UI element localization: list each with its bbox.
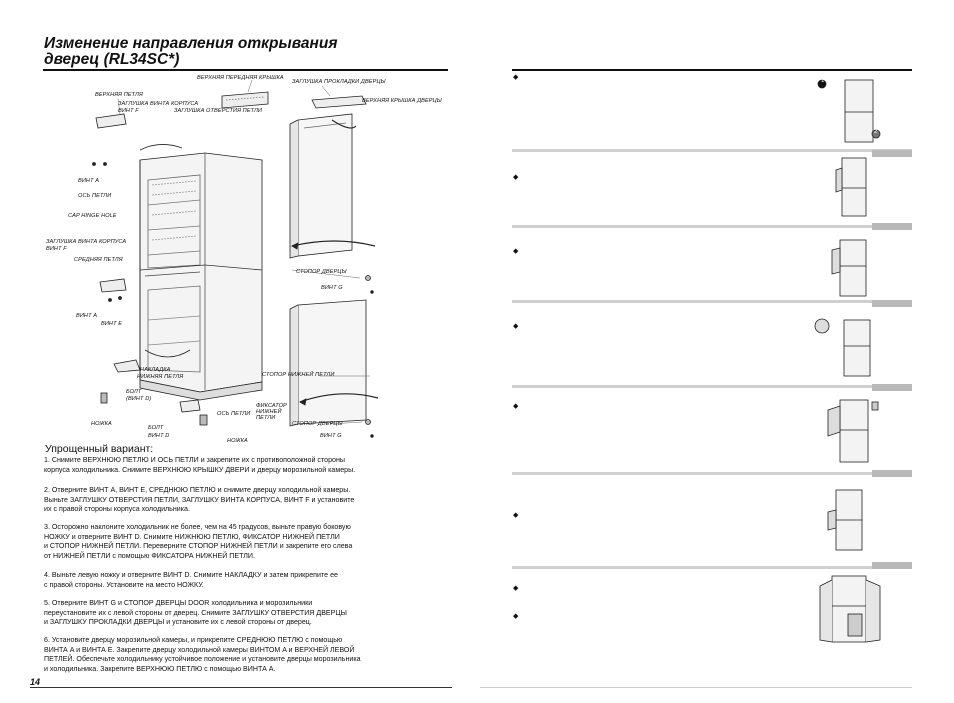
step-1: 1. Снимите ВЕРХНЮЮ ПЕТЛЮ И ОСЬ ПЕТЛИ и з… (44, 456, 464, 475)
bottom-rule-right (480, 687, 912, 688)
step-line: 3. Осторожно наклоните холодильник не бо… (44, 523, 351, 531)
step-line: НОЖКУ и отверните ВИНТ D. Снимите НИЖНЮЮ… (44, 532, 340, 541)
bullet: ◆ (513, 512, 519, 519)
label-door-stopper-2: СТОПОР ДВЕРЦЫ (292, 421, 343, 427)
step-2: 2. Отверните ВИНТ A, ВИНТ E, СРЕДНЮЮ ПЕТ… (44, 486, 464, 515)
step-line: от НИЖНЕЙ ПЕТЛИ с помощью ФИКСАТОРА НИЖН… (44, 551, 255, 560)
page-title: Изменение направления открывания дверец … (44, 36, 337, 68)
bullet: ◆ (513, 585, 519, 592)
step-line: 2. Отверните ВИНТ A, ВИНТ E, СРЕДНЮЮ ПЕТ… (44, 486, 351, 494)
label-foot: НОЖКА (91, 421, 112, 427)
label-screw-a-2: ВИНТ A (76, 313, 98, 319)
thumbnail-6 (827, 489, 863, 551)
right-column-rule (512, 69, 912, 71)
bullet: ◆ (513, 613, 519, 620)
label-door-gasket-plug: ЗАГЛУШКА ПРОКЛАДКИ ДВЕРЦЫ (292, 79, 386, 85)
thumbnail-1 (817, 79, 881, 143)
label-screw-g-2: ВИНТ G (320, 433, 342, 439)
title-rule (43, 69, 448, 71)
step-line: 6. Установите дверцу морозильной камеры,… (44, 636, 343, 644)
bottom-rule-left (30, 687, 452, 688)
label-lower-hinge-fixer-2: НИЖНЕЙ (256, 409, 282, 415)
label-bolt-d: БОЛТ (126, 389, 142, 395)
section-tab (872, 562, 912, 569)
label-lower-hinge-fixer-1: ФИКСАТОР (256, 403, 287, 409)
label-hinge-axis: ОСЬ ПЕТЛИ (78, 193, 112, 199)
label-hinge-axis-2: ОСЬ ПЕТЛИ (217, 411, 251, 417)
step-line: их с правой стороны корпуса холодильника… (44, 505, 190, 514)
section-tab (872, 384, 912, 391)
section-separator (512, 300, 912, 303)
bullet: ◆ (513, 74, 519, 81)
label-lower-hinge-stopper: СТОПОР НИЖНЕЙ ПЕТЛИ (262, 372, 335, 378)
step-6: 6. Установите дверцу морозильной камеры,… (44, 636, 464, 674)
label-door-stopper: СТОПОР ДВЕРЦЫ (296, 269, 347, 275)
section-separator (512, 472, 912, 475)
thumbnail-3 (831, 239, 867, 297)
bullet: ◆ (513, 248, 519, 255)
label-foot-2: НОЖКА (227, 438, 248, 444)
section-separator (512, 385, 912, 388)
bullet: ◆ (513, 403, 519, 410)
label-lower-hinge-fixer-3: ПЕТЛИ (256, 415, 276, 421)
label-bolt-2: БОЛТ (148, 425, 164, 431)
label-cap-hinge-hole: CAP HINGE HOLE (68, 213, 117, 219)
label-screw-f-2: ВИНТ F (46, 246, 67, 252)
bullet: ◆ (513, 174, 519, 181)
step-line: корпуса холодильника. Снимите ВЕРХНЮЮ КР… (44, 465, 356, 474)
step-line: и СТОПОР НИЖНЕЙ ПЕТЛИ. Переверните СТОПО… (44, 542, 353, 551)
step-line: 1. Снимите ВЕРХНЮЮ ПЕТЛЮ И ОСЬ ПЕТЛИ и з… (44, 456, 345, 464)
page-title-line-1: Изменение направления открывания (44, 35, 338, 52)
step-line: Выньте ЗАГЛУШКУ ОТВЕРСТИЯ ПЕТЛИ, ЗАГЛУШК… (44, 495, 355, 504)
section-separator (512, 149, 912, 152)
step-line: с правой стороны. Установите на место НО… (44, 580, 204, 589)
thumbnail-4 (814, 318, 871, 377)
label-middle-hinge: СРЕДНЯЯ ПЕТЛЯ (74, 257, 123, 263)
step-line: и ЗАГЛУШКУ ПРОКЛАДКИ ДВЕРЦЫ и установите… (44, 618, 312, 627)
label-screw-e: ВИНТ E (101, 321, 123, 327)
label-screw-d: ВИНТ D (148, 433, 170, 439)
section-tab (872, 223, 912, 230)
thumbnail-2 (835, 157, 867, 217)
step-line: и холодильника. Закрепите ВЕРХНЮЮ ПЕТЛЮ … (44, 664, 276, 673)
thumbnail-7 (819, 575, 881, 643)
step-4: 4. Выньте левую ножку и отверните ВИНТ D… (44, 571, 464, 590)
label-hinge-hole-cap: ЗАГЛУШКА ОТВЕРСТИЯ ПЕТЛИ (174, 108, 263, 114)
step-line: 5. Отверните ВИНТ G и СТОПОР ДВЕРЦЫ DOOR… (44, 599, 313, 607)
simplified-title: Упрощенный вариант: (45, 443, 154, 455)
page-title-line-2: дверец (RL34SC*) (44, 51, 180, 68)
step-mark-1: 1 (821, 78, 825, 84)
section-separator (512, 566, 912, 569)
bullet: ◆ (513, 323, 519, 330)
section-tab (872, 150, 912, 157)
label-upper-door-cover: ВЕРХНЯЯ КРЫШКА ДВЕРЦЫ (362, 98, 442, 104)
step-line: ВИНТА A и ВИНТА E. Закрепите дверцу холо… (44, 645, 355, 654)
label-screw-a: ВИНТ A (78, 178, 100, 184)
step-line: ПЕТЛЕЙ. Обеспечьте холодильнику устойчив… (44, 655, 361, 664)
label-lower-hinge: НИЖНЯЯ ПЕТЛЯ (137, 374, 184, 380)
label-body-screw-cap-2: ЗАГЛУШКА ВИНТА КОРПУСА (46, 239, 127, 245)
section-separator (512, 225, 912, 228)
label-screw-f: ВИНТ F (118, 108, 139, 114)
label-pad: НАКЛАДКА (140, 367, 171, 373)
step-5: 5. Отверните ВИНТ G и СТОПОР ДВЕРЦЫ DOOR… (44, 599, 464, 628)
label-upper-hinge: ВЕРХНЯЯ ПЕТЛЯ (95, 92, 143, 98)
step-mark-2: 2 (874, 129, 878, 135)
step-3: 3. Осторожно наклоните холодильник не бо… (44, 523, 464, 561)
label-bolt-d-sub: (ВИНТ D) (126, 396, 152, 402)
thumbnail-5 (827, 399, 879, 463)
step-line: 4. Выньте левую ножку и отверните ВИНТ D… (44, 571, 338, 579)
section-tab (872, 470, 912, 477)
step-line: переустановите их с левой стороны от две… (44, 608, 347, 617)
section-tab (872, 300, 912, 307)
page-number: 14 (30, 677, 41, 687)
label-screw-g: ВИНТ G (321, 285, 343, 291)
label-top-front-cover: ВЕРХНЯЯ ПЕРЕДНЯЯ КРЫШКА (197, 75, 284, 81)
label-body-screw-cap: ЗАГЛУШКА ВИНТА КОРПУСА (118, 101, 199, 107)
